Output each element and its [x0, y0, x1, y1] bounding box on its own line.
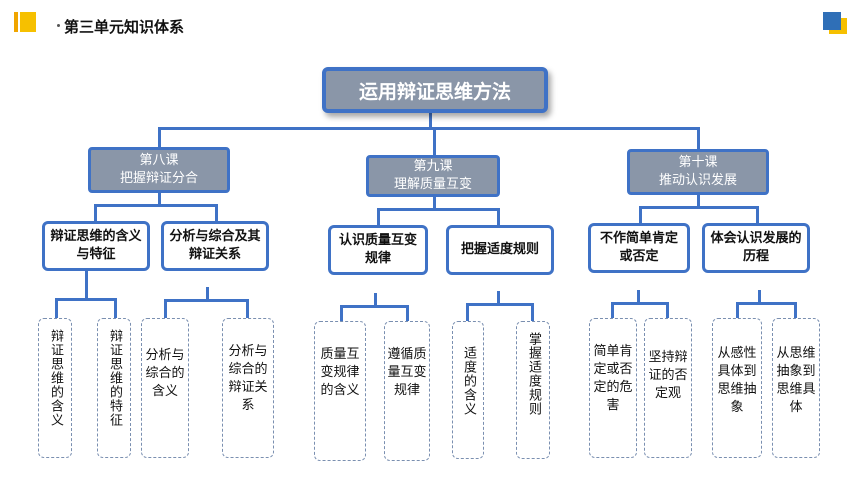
connector-line [466, 303, 534, 306]
topic-dialectical-thinking: 辩证思维的含义与特征 [42, 221, 150, 271]
connector-line [158, 192, 161, 206]
lesson-9-node: 第九课 理解质量互变 [366, 155, 500, 197]
lesson-10-number: 第十课 [678, 155, 718, 170]
leaf-cog-abstract: 从感性具体到思维抽象 [712, 318, 762, 458]
connector-line [639, 206, 642, 224]
connector-line [406, 305, 409, 321]
connector-line [377, 208, 380, 226]
connector-line [246, 299, 249, 318]
leaf-as-relation: 分析与综合的辩证关系 [222, 318, 274, 458]
leaf-neg-view: 坚持辩证的否定观 [644, 318, 692, 458]
connector-line [697, 127, 700, 151]
connector-line [497, 291, 500, 305]
connector-line [697, 194, 700, 208]
topic-cognition-process: 体会认识发展的历程 [702, 223, 810, 273]
leaf-dt-features: 辩证思维的特征 [97, 318, 131, 458]
title-bullet [57, 24, 60, 27]
topic-analysis-synthesis: 分析与综合及其辩证关系 [161, 221, 269, 271]
topic-not-simple-negation: 不作简单肯定或否定 [588, 223, 690, 273]
topic-quantity-quality: 认识质量互变规律 [328, 225, 428, 275]
connector-line [85, 270, 88, 300]
lesson-8-title: 把握辩证分合 [119, 171, 198, 186]
header-deco-bar [14, 12, 18, 32]
connector-line [429, 112, 432, 129]
connector-line [611, 302, 667, 305]
topic-moderation-rule: 把握适度规则 [446, 225, 554, 275]
connector-line [758, 290, 761, 304]
lesson-8-number: 第八课 [139, 153, 179, 168]
leaf-mod-meaning: 适度的含义 [452, 321, 484, 459]
connector-line [164, 299, 167, 318]
connector-line [55, 298, 117, 301]
leaf-neg-harm: 简单肯定或否定的危害 [589, 318, 637, 458]
corner-deco-front [823, 12, 841, 30]
leaf-qq-follow: 遵循质量互变规律 [384, 321, 430, 461]
connector-line [340, 305, 343, 321]
lesson-9-number: 第九课 [413, 159, 453, 174]
connector-line [114, 298, 117, 318]
lesson-10-node: 第十课 推动认识发展 [627, 149, 769, 195]
connector-line [736, 302, 796, 305]
connector-line [531, 303, 534, 321]
page-title: 第三单元知识体系 [64, 18, 185, 36]
connector-line [611, 302, 614, 318]
connector-line [164, 299, 248, 302]
root-node: 运用辩证思维方法 [322, 67, 548, 113]
leaf-as-meaning: 分析与综合的含义 [141, 318, 189, 458]
leaf-cog-concrete: 从思维抽象到思维具体 [772, 318, 820, 458]
connector-line [466, 303, 469, 321]
lesson-10-title: 推动认识发展 [658, 173, 737, 188]
lesson-8-node: 第八课 把握辩证分合 [88, 147, 230, 193]
header-deco-square [20, 12, 36, 32]
connector-line [497, 208, 500, 226]
connector-line [736, 302, 739, 318]
connector-line [94, 204, 97, 222]
connector-line [377, 208, 499, 211]
connector-line [215, 204, 218, 222]
leaf-qq-meaning: 质量互变规律的含义 [314, 321, 366, 461]
connector-line [637, 290, 640, 304]
connector-line [206, 287, 209, 301]
leaf-dt-meaning: 辩证思维的含义 [38, 318, 72, 458]
connector-line [55, 298, 58, 318]
connector-line [666, 302, 669, 318]
connector-line [794, 302, 797, 318]
connector-line [158, 127, 699, 130]
connector-line [756, 206, 759, 224]
connector-line [158, 127, 161, 149]
connector-line [374, 293, 377, 307]
connector-line [433, 127, 436, 156]
connector-line [340, 305, 408, 308]
connector-line [433, 196, 436, 210]
leaf-mod-master: 掌握适度规则 [516, 321, 550, 459]
connector-line [94, 204, 218, 207]
connector-line [639, 206, 759, 209]
lesson-9-title: 理解质量互变 [393, 177, 472, 192]
